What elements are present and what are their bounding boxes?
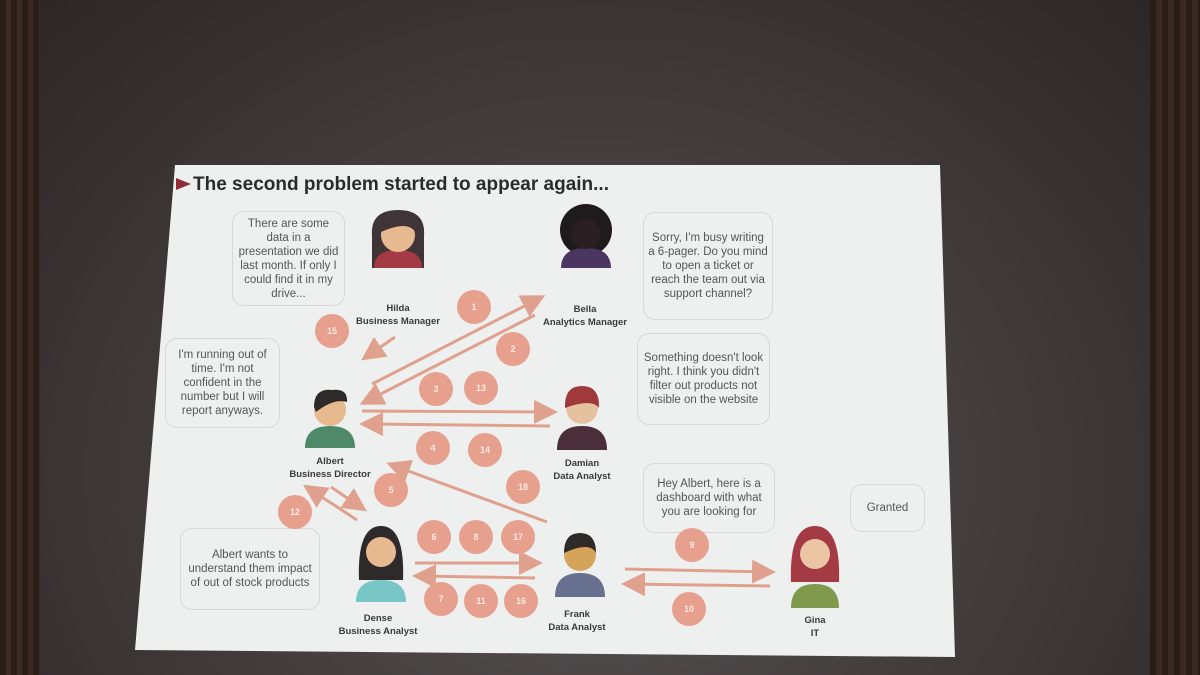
step-badge-16: 16 — [504, 584, 538, 618]
step-badge-9: 9 — [675, 528, 709, 562]
step-badge-11: 11 — [464, 584, 498, 618]
flag-icon — [176, 178, 191, 190]
speech-bubble-gina: Granted — [850, 484, 925, 532]
step-badge-17: 17 — [501, 520, 535, 554]
arrow-gina-frank — [621, 572, 771, 597]
albert-avatar — [305, 389, 355, 448]
arrow-frank-gina — [624, 559, 776, 584]
speech-bubble-albert: I'm running out of time. I'm not confide… — [165, 338, 280, 428]
arrow-dense-albert — [302, 484, 358, 522]
speech-bubble-hilda: There are some data in a presentation we… — [232, 211, 345, 306]
arrow-bella-albert — [359, 313, 536, 405]
slide-title: The second problem started to appear aga… — [193, 174, 609, 195]
step-badge-6: 6 — [417, 520, 451, 554]
damian-avatar — [557, 386, 607, 450]
arrow-albert-damian — [361, 399, 558, 424]
step-badge-15: 15 — [315, 314, 349, 348]
arrow-albert-bella — [371, 295, 546, 386]
gina-avatar — [790, 526, 840, 608]
arrow-frank-albert — [386, 459, 548, 524]
step-badge-3: 3 — [419, 372, 453, 406]
step-badge-8: 8 — [459, 520, 493, 554]
step-badge-1: 1 — [457, 290, 491, 324]
speech-bubble-dense: Albert wants to understand them impact o… — [180, 528, 320, 610]
hilda-avatar — [371, 210, 425, 268]
step-badge-10: 10 — [672, 592, 706, 626]
step-badge-5: 5 — [374, 473, 408, 507]
frank-avatar — [555, 533, 605, 597]
arrow-damian-albert — [359, 412, 551, 437]
step-badge-2: 2 — [496, 332, 530, 366]
bella-avatar — [560, 204, 612, 268]
step-badge-4: 4 — [416, 431, 450, 465]
speech-bubble-damian: Something doesn't look right. I think yo… — [637, 333, 770, 425]
step-badge-13: 13 — [464, 371, 498, 405]
arrow-frank-dense — [412, 564, 536, 589]
step-badge-7: 7 — [424, 582, 458, 616]
step-badge-18: 18 — [506, 470, 540, 504]
arrow-albert-dense — [330, 485, 367, 512]
step-badge-14: 14 — [468, 433, 502, 467]
arrow-hilda-albert — [361, 335, 396, 361]
dense-avatar — [356, 526, 406, 602]
step-badge-12: 12 — [278, 495, 312, 529]
speech-bubble-bella: Sorry, I'm busy writing a 6-pager. Do yo… — [643, 212, 773, 320]
speech-bubble-frank: Hey Albert, here is a dashboard with wha… — [643, 463, 775, 533]
